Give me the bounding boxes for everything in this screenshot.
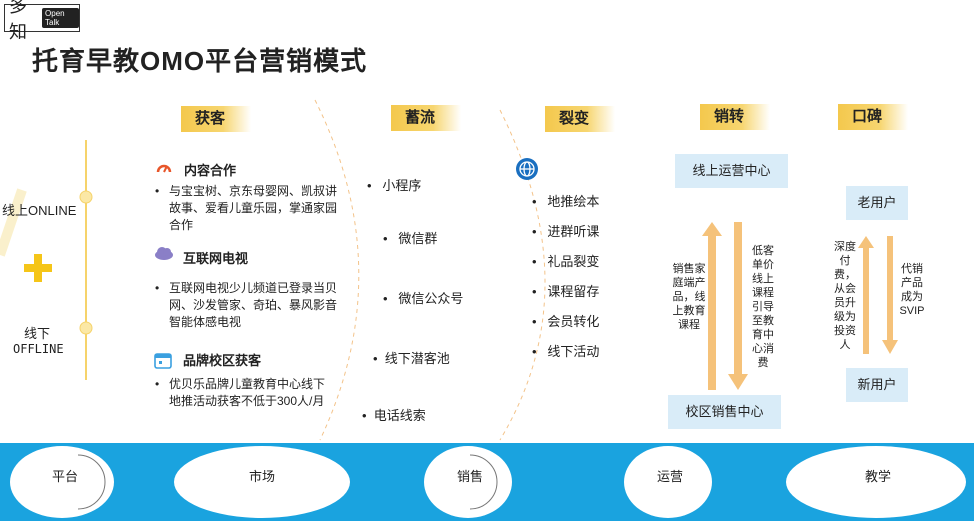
stage-acquire: 获客 — [181, 106, 252, 132]
logo-badge: Open Talk — [42, 8, 79, 28]
wom-arrow-up — [858, 236, 874, 354]
plus-icon — [24, 254, 52, 282]
band-arc-2 — [469, 454, 498, 510]
curve-1 — [314, 99, 360, 441]
online-dot — [79, 190, 93, 204]
offline-dot — [79, 321, 93, 335]
pool-text: 微信群 — [398, 231, 438, 246]
band-arc-1 — [77, 454, 106, 510]
stage-pool: 蓄流 — [391, 105, 462, 131]
offline-label-cn: 线下 — [24, 326, 51, 341]
acquire-text-2: 互联网电视少儿频道已登录当贝网、沙发管家、奇珀、暴风影音智能体感电视 — [169, 281, 338, 329]
pool-bullet: • — [373, 351, 385, 366]
brand-logo: 多知 Open Talk — [4, 0, 80, 42]
pool-item-2: • 微信群 — [383, 228, 437, 247]
pool-item-4: • 线下潜客池 — [373, 348, 450, 367]
bottom-label-platform: 平台 — [52, 469, 79, 484]
acquire-text-1: 与宝宝树、京东母婴网、凯叔讲故事、爱看儿童乐园，掌通家园合作 — [169, 184, 338, 232]
acquire-heading-3: 品牌校区获客 — [183, 353, 262, 368]
campus-sales-center-box: 校区销售中心 — [668, 395, 781, 429]
fission-bullet: • — [532, 344, 548, 359]
wom-up-text: 深度付费，从会员升级为投资人 — [834, 241, 856, 351]
fission-text: 课程留存 — [547, 284, 600, 299]
band-node-4 — [624, 446, 712, 518]
stage-wom: 口碑 — [838, 104, 909, 130]
bottom-label-sales: 销售 — [457, 469, 484, 484]
pool-text: 小程序 — [382, 178, 422, 193]
band-node-5 — [786, 446, 966, 518]
pool-text: 电话线索 — [373, 408, 426, 423]
offline-label-en: OFFLINE — [13, 342, 64, 356]
conversion-arrows — [702, 222, 748, 390]
wom-arrow-down — [882, 236, 898, 354]
fission-text: 线下活动 — [547, 344, 600, 359]
fission-bullet: • — [532, 284, 548, 299]
wom-arrows — [858, 236, 898, 354]
bottom-label-teaching: 教学 — [865, 469, 892, 484]
pool-bullet: • — [383, 231, 399, 246]
pool-item-3: • 微信公众号 — [383, 288, 463, 307]
pool-text: 线下潜客池 — [384, 351, 450, 366]
acquire-text-3: 优贝乐品牌儿童教育中心线下地推活动获客不低于300人/月 — [169, 377, 326, 408]
pool-bullet: • — [362, 408, 374, 423]
bullet-2: • — [155, 281, 160, 295]
arrow-up — [702, 222, 722, 390]
pool-bullet: • — [383, 291, 399, 306]
fission-bullet: • — [532, 254, 548, 269]
conversion-down-text: 低客单价线上课程引导至教育中心消费 — [752, 245, 774, 369]
band-node-1 — [10, 446, 114, 518]
stage-conversion: 销转 — [700, 104, 771, 130]
bullet-3: • — [155, 377, 160, 391]
bullet-1: • — [155, 184, 160, 198]
curve-2 — [499, 109, 546, 441]
bottom-label-ops: 运营 — [657, 469, 684, 484]
pool-item-5: • 电话线索 — [362, 405, 426, 424]
fission-item-1: • 地推绘本 — [532, 191, 599, 210]
pool-bullet: • — [367, 178, 383, 193]
pool-text: 微信公众号 — [398, 291, 464, 306]
fission-item-4: • 课程留存 — [532, 281, 599, 300]
fission-bullet: • — [532, 314, 548, 329]
online-ops-center-box: 线上运营中心 — [675, 154, 788, 188]
cloud-icon — [155, 247, 173, 260]
logo-text: 多知 — [9, 0, 27, 42]
stage-fission: 裂变 — [545, 106, 616, 132]
fission-text: 会员转化 — [547, 314, 600, 329]
calendar-icon — [154, 353, 172, 369]
fission-bullet: • — [532, 194, 548, 209]
fission-text: 地推绘本 — [547, 194, 600, 209]
gauge-icon — [156, 164, 172, 173]
band-node-2 — [174, 446, 350, 518]
old-user-box: 老用户 — [846, 186, 908, 220]
page-title: 托育早教OMO平台营销模式 — [32, 46, 368, 76]
fission-text: 进群听课 — [547, 224, 600, 239]
bottom-process-band — [0, 443, 974, 521]
fission-item-5: • 会员转化 — [532, 311, 599, 330]
conversion-up-text: 销售家庭端产品，线上教育课程 — [672, 263, 706, 331]
online-label: 线上ONLINE — [2, 203, 77, 218]
new-user-box: 新用户 — [846, 368, 908, 402]
left-deco-stroke — [0, 188, 27, 257]
fission-item-2: • 进群听课 — [532, 221, 599, 240]
fission-bullet: • — [532, 224, 548, 239]
fission-item-3: • 礼品裂变 — [532, 251, 599, 270]
fission-item-6: • 线下活动 — [532, 341, 599, 360]
pool-item-1: • 小程序 — [367, 175, 421, 194]
arrow-down — [728, 222, 748, 390]
acquire-heading-2: 互联网电视 — [183, 251, 249, 266]
bottom-label-market: 市场 — [249, 469, 276, 484]
fission-text: 礼品裂变 — [547, 254, 600, 269]
globe-icon — [516, 158, 538, 180]
wom-down-text: 代销产品成为SVIP — [899, 263, 925, 317]
acquire-heading-1: 内容合作 — [184, 163, 237, 178]
